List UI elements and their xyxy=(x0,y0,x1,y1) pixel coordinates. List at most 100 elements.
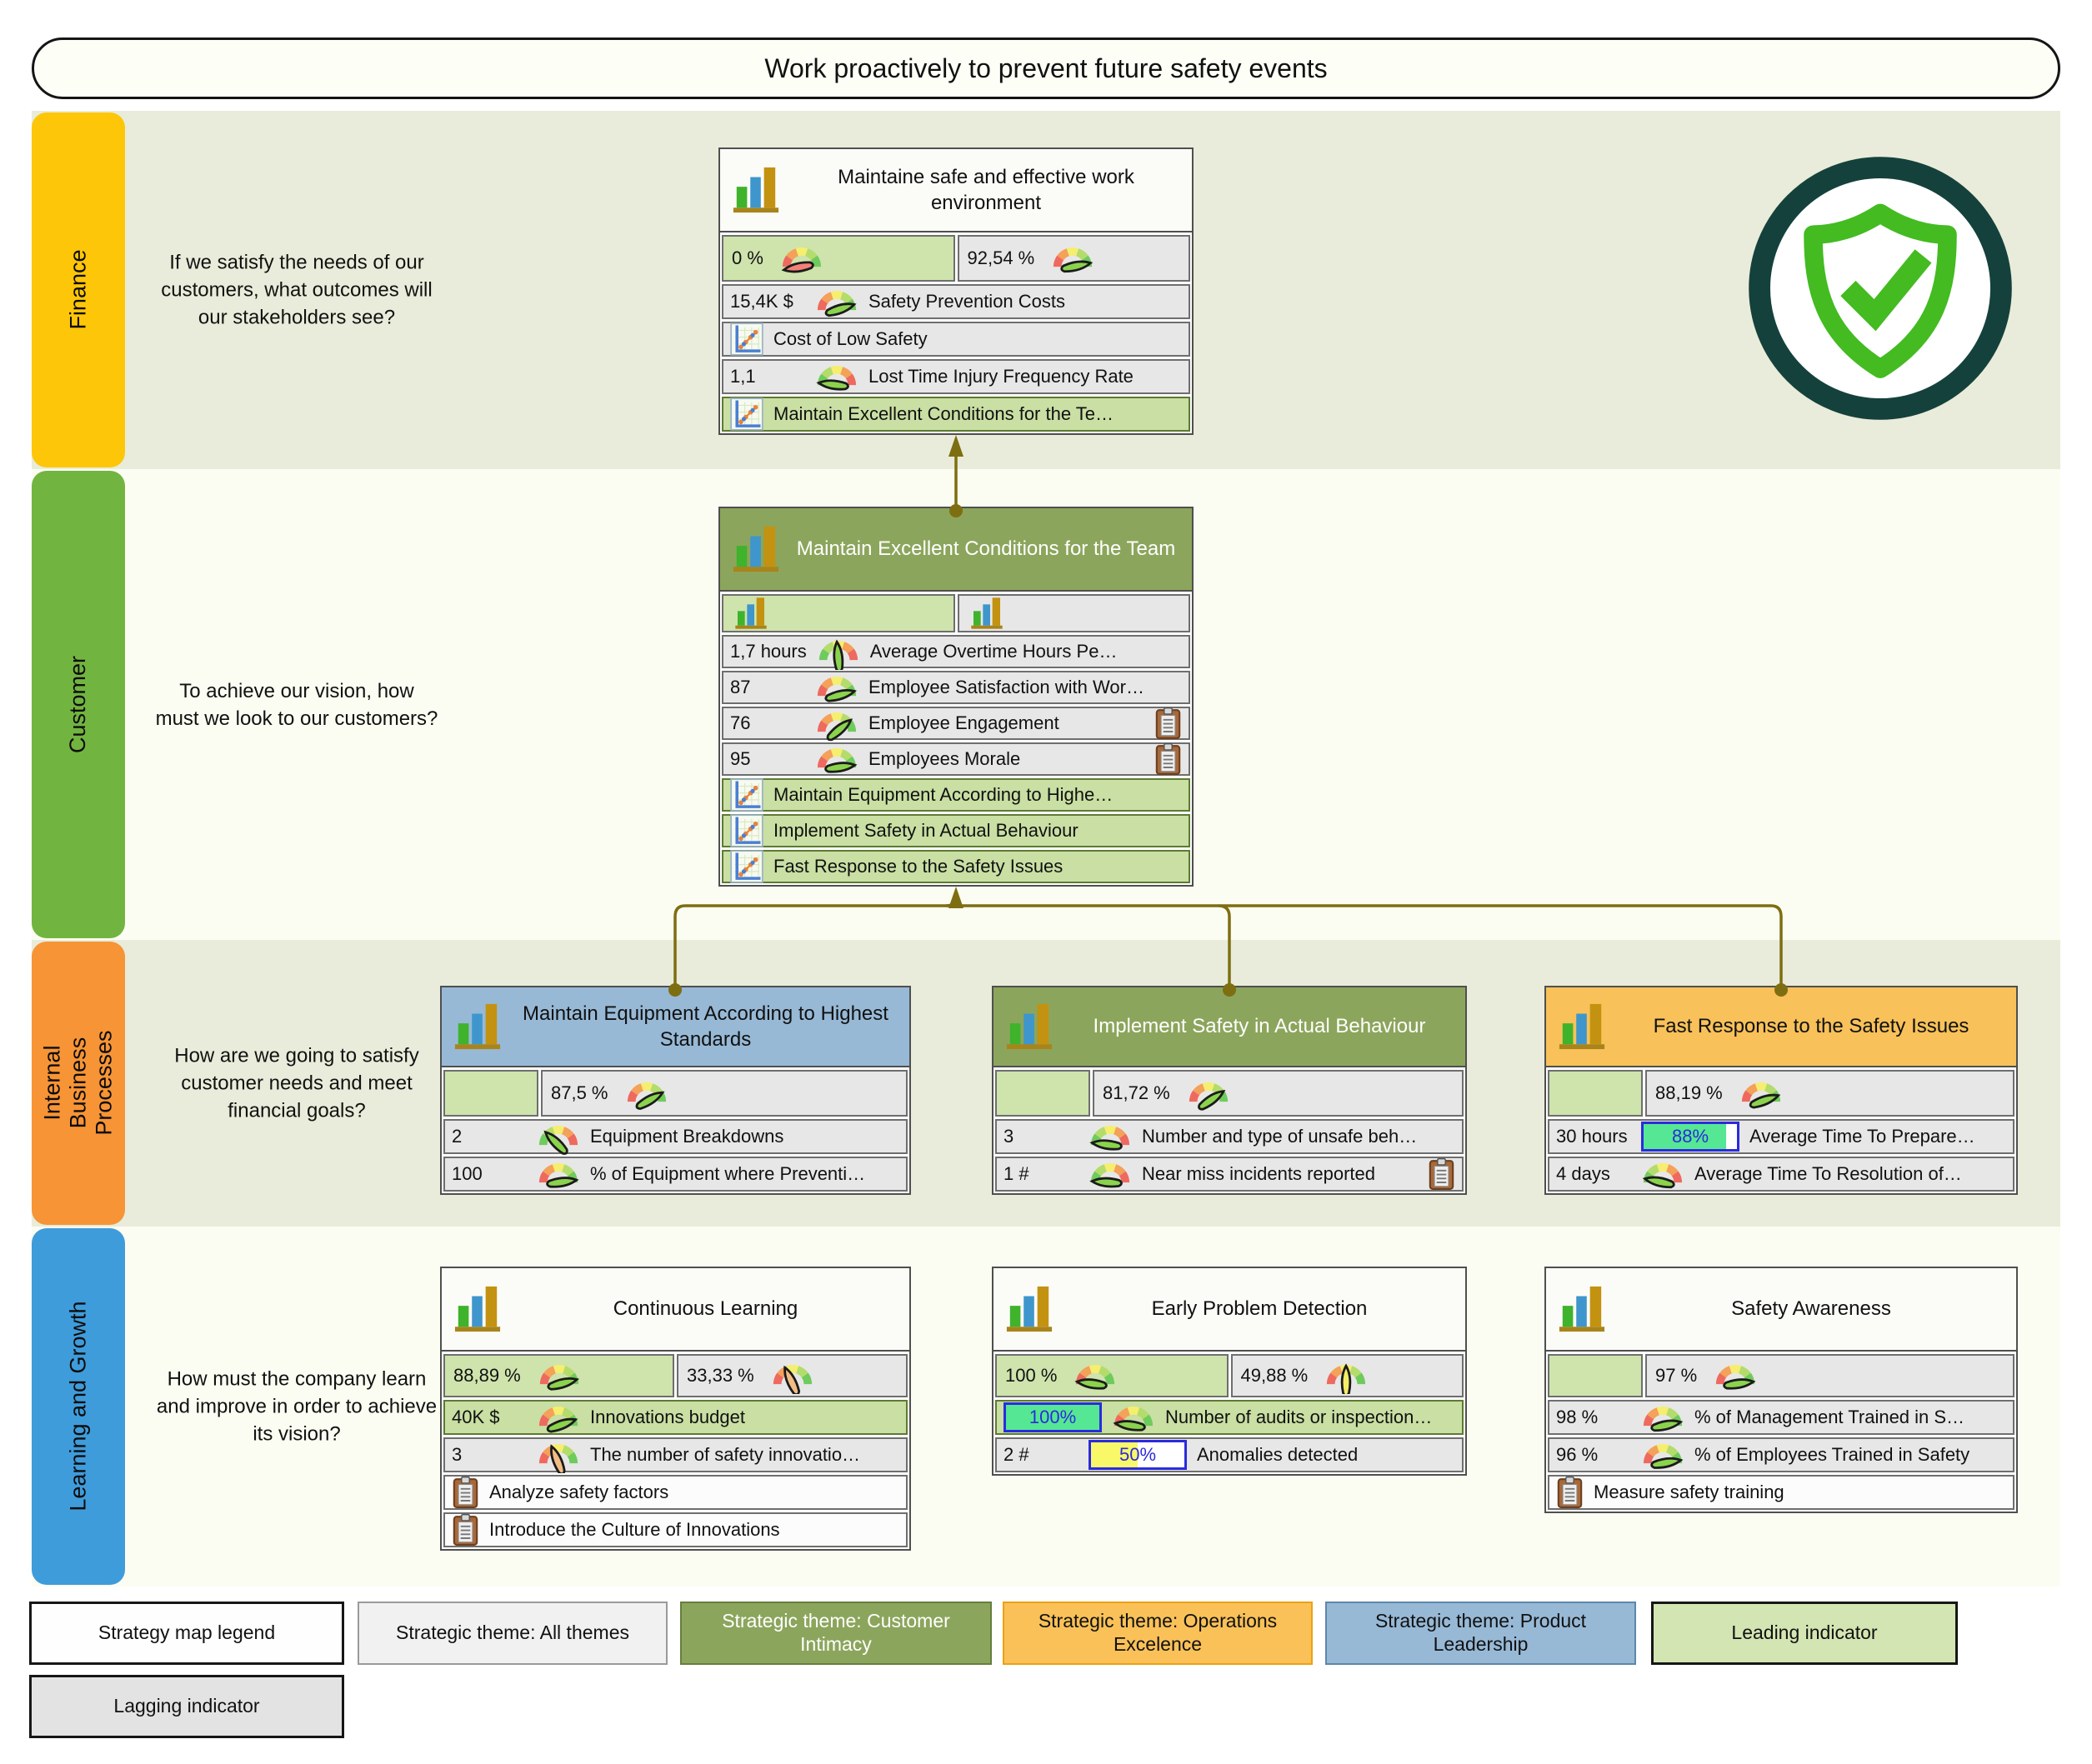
performance-cell[interactable]: 0 % xyxy=(722,235,955,282)
linked-objective-row[interactable]: Maintain Excellent Conditions for the Te… xyxy=(722,397,1190,432)
gauge-icon xyxy=(815,742,858,777)
gauge-icon xyxy=(815,284,858,320)
linked-objective-row[interactable]: Fast Response to the Safety Issues xyxy=(722,850,1190,883)
kpi-row[interactable]: 1 # Near miss incidents reported xyxy=(995,1157,1464,1192)
gauge-icon xyxy=(1324,1358,1368,1394)
objective-card-implement-safety[interactable]: Implement Safety in Actual Behaviour 81,… xyxy=(992,986,1467,1195)
kpi-row[interactable]: 98 % % of Management Trained in S… xyxy=(1548,1400,2014,1435)
progress-cell[interactable]: 81,72 % xyxy=(1093,1070,1464,1117)
objective-card-excellent-conditions[interactable]: Maintain Excellent Conditions for the Te… xyxy=(718,507,1194,887)
bar-chart-icon xyxy=(728,166,783,214)
objective-header[interactable]: Maintaine safe and effective work enviro… xyxy=(720,149,1192,232)
objective-header[interactable]: Fast Response to the Safety Issues xyxy=(1546,987,2016,1067)
gauge-icon xyxy=(538,1358,581,1394)
kpi-row[interactable]: 87 Employee Satisfaction with Wor… xyxy=(722,671,1190,704)
bar-chart-icon xyxy=(1002,1002,1057,1051)
progress-cell[interactable] xyxy=(957,594,1190,632)
perspective-label-finance[interactable]: Finance xyxy=(32,112,125,467)
initiative-clipboard-icon xyxy=(452,1476,479,1509)
objective-header[interactable]: Early Problem Detection xyxy=(993,1268,1465,1352)
perspective-label-internal[interactable]: Internal Business Processes xyxy=(32,942,125,1225)
objective-title: Implement Safety in Actual Behaviour xyxy=(1093,1015,1426,1038)
kpi-row[interactable]: 96 % % of Employees Trained in Safety xyxy=(1548,1437,2014,1472)
initiative-row[interactable]: Introduce the Culture of Innovations xyxy=(443,1512,908,1547)
legend-title: Strategy map legend xyxy=(29,1602,344,1665)
performance-cell[interactable] xyxy=(1548,1070,1643,1117)
objective-header[interactable]: Continuous Learning xyxy=(442,1268,909,1352)
gauge-icon xyxy=(817,634,860,670)
gauge-icon xyxy=(1187,1076,1230,1112)
objective-card-continuous-learning[interactable]: Continuous Learning 88,89 % 33,33 % 40K … xyxy=(440,1267,911,1551)
gauge-icon xyxy=(1112,1400,1155,1436)
legend-theme-operations-excelence: Strategic theme: Operations Excelence xyxy=(1003,1602,1313,1665)
performance-cell[interactable] xyxy=(1548,1354,1643,1397)
initiative-clipboard-icon xyxy=(1154,707,1182,740)
performance-cell[interactable]: 88,89 % xyxy=(443,1354,674,1397)
objective-title: Safety Awareness xyxy=(1731,1297,1891,1321)
objective-header[interactable]: Maintain Equipment According to Highest … xyxy=(442,987,909,1067)
objective-card-safe-work-environment[interactable]: Maintaine safe and effective work enviro… xyxy=(718,147,1194,435)
progress-cell[interactable]: 49,88 % xyxy=(1230,1354,1464,1397)
performance-cell[interactable]: 100 % xyxy=(995,1354,1229,1397)
progress-cell[interactable]: 33,33 % xyxy=(677,1354,908,1397)
objective-title: Early Problem Detection xyxy=(1151,1297,1368,1321)
kpi-row[interactable]: 3 Number and type of unsafe beh… xyxy=(995,1119,1464,1154)
objective-card-safety-awareness[interactable]: Safety Awareness 97 % 98 % % of Manageme… xyxy=(1544,1267,2018,1513)
bar-chart-icon xyxy=(1002,1285,1057,1333)
kpi-row[interactable]: 76 Employee Engagement xyxy=(722,707,1190,741)
kpi-row[interactable]: 40K $ Innovations budget xyxy=(443,1400,908,1435)
kpi-row[interactable]: 2 Equipment Breakdowns xyxy=(443,1119,908,1155)
objective-title: Continuous Learning xyxy=(613,1297,798,1321)
progress-cell[interactable]: 92,54 % xyxy=(957,235,1190,282)
linked-objective-row[interactable]: Implement Safety in Actual Behaviour xyxy=(722,814,1190,847)
kpi-row[interactable]: 30 hours 88% Average Time To Prepare… xyxy=(1548,1119,2014,1154)
kpi-row[interactable]: 15,4K $ Safety Prevention Costs xyxy=(722,284,1190,319)
customer-question: To achieve our vision, how must we look … xyxy=(155,679,438,730)
gauge-icon xyxy=(1089,1157,1132,1192)
linked-chart-icon xyxy=(730,850,763,883)
bar-chart-icon xyxy=(1554,1285,1609,1333)
performance-cell[interactable] xyxy=(722,594,955,632)
initiative-clipboard-icon xyxy=(1556,1476,1584,1509)
progress-cell[interactable]: 87,5 % xyxy=(541,1070,908,1117)
legend-leading-indicator: Leading indicator xyxy=(1651,1602,1958,1665)
gauge-icon xyxy=(537,1119,580,1155)
linked-objective-row[interactable]: Maintain Equipment According to Highe… xyxy=(722,778,1190,812)
progress-cell[interactable]: 97 % xyxy=(1645,1354,2014,1397)
kpi-row[interactable]: 100 % of Equipment where Preventi… xyxy=(443,1157,908,1192)
initiative-clipboard-icon xyxy=(452,1513,479,1547)
linked-chart-icon xyxy=(730,814,763,847)
kpi-row[interactable]: 3 The number of safety innovatio… xyxy=(443,1437,908,1473)
gauge-icon xyxy=(771,1358,814,1394)
objective-header[interactable]: Maintain Excellent Conditions for the Te… xyxy=(720,508,1192,592)
bar-chart-icon xyxy=(1554,1002,1609,1051)
performance-cell[interactable] xyxy=(443,1070,538,1117)
gauge-icon xyxy=(1089,1119,1132,1155)
kpi-row[interactable]: 100% Number of audits or inspection… xyxy=(995,1400,1464,1435)
objective-card-fast-response[interactable]: Fast Response to the Safety Issues 88,19… xyxy=(1544,986,2018,1195)
perspective-label-customer[interactable]: Customer xyxy=(32,471,125,938)
gauge-icon xyxy=(1051,241,1094,277)
kpi-row[interactable]: 1,7 hours Average Overtime Hours Pe… xyxy=(722,634,1190,670)
initiative-row[interactable]: Analyze safety factors xyxy=(443,1475,908,1510)
kpi-row[interactable]: 95 Employees Morale xyxy=(722,742,1190,776)
objective-header[interactable]: Implement Safety in Actual Behaviour xyxy=(993,987,1465,1067)
progress-cell[interactable]: 88,19 % xyxy=(1645,1070,2014,1117)
legend-theme-all: Strategic theme: All themes xyxy=(358,1602,668,1665)
kpi-row[interactable]: Cost of Low Safety xyxy=(722,322,1190,357)
performance-cell[interactable] xyxy=(995,1070,1090,1117)
gauge-icon xyxy=(537,1157,580,1192)
objective-title: Maintaine safe and effective work enviro… xyxy=(838,165,1134,214)
initiative-row[interactable]: Measure safety training xyxy=(1548,1475,2014,1510)
kpi-row[interactable]: 1,1 Lost Time Injury Frequency Rate xyxy=(722,359,1190,394)
kpi-row[interactable]: 4 days Average Time To Resolution of… xyxy=(1548,1157,2014,1192)
bar-chart-icon xyxy=(732,597,770,630)
kpi-row[interactable]: 2 # 50% Anomalies detected xyxy=(995,1437,1464,1472)
legend-theme-customer-intimacy: Strategic theme: Customer Intimacy xyxy=(680,1602,992,1665)
objective-card-maintain-equipment[interactable]: Maintain Equipment According to Highest … xyxy=(440,986,911,1195)
objective-header[interactable]: Safety Awareness xyxy=(1546,1268,2016,1352)
objective-card-early-problem-detection[interactable]: Early Problem Detection 100 % 49,88 % 10… xyxy=(992,1267,1467,1476)
bar-chart-icon xyxy=(968,597,1006,630)
perspective-label-learning[interactable]: Learning and Growth xyxy=(32,1228,125,1585)
